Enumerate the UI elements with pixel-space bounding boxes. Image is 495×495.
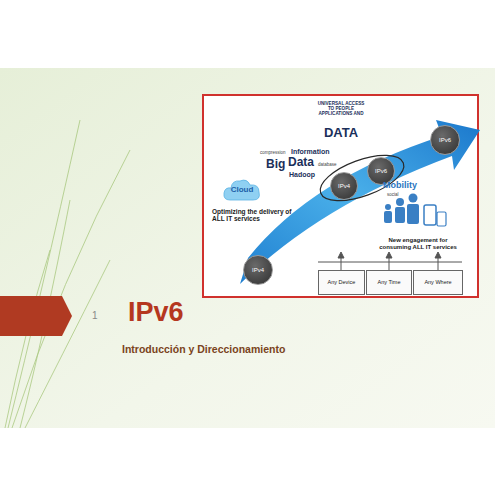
- cloud-shape: Cloud: [222, 176, 262, 204]
- node-label: Any Device: [328, 279, 356, 285]
- banner-text: UNIVERSAL ACCESS TO PEOPLE APPLICATIONS …: [316, 101, 366, 116]
- process-box: Any Where: [413, 270, 463, 295]
- node-label: IPv4: [252, 267, 264, 274]
- word-cloud: Information: [291, 148, 336, 156]
- node-label: Cloud: [231, 186, 254, 195]
- word-cloud: Data: [288, 156, 323, 169]
- banner-word: DATA: [316, 126, 366, 140]
- network-circle: IPv4: [243, 255, 273, 285]
- description-note: Optimizing the delivery of ALL IT servic…: [212, 208, 296, 222]
- mobility-label: Mobility: [383, 181, 423, 191]
- process-box: Any Time: [366, 270, 412, 295]
- word-cloud: database: [318, 163, 343, 168]
- node-label: Any Where: [424, 279, 451, 285]
- node-label: IPv4: [338, 183, 350, 190]
- slide-title: IPv6: [128, 298, 184, 328]
- node-label: IPv6: [439, 137, 451, 144]
- slide-number: 1: [92, 310, 104, 321]
- cloud-path: [224, 180, 260, 200]
- word-cloud: Big: [266, 158, 291, 171]
- subtitle: Introducción y Direccionamiento: [122, 344, 342, 356]
- network-circle: IPv4: [330, 172, 358, 200]
- description-note: New engagement for consuming ALL IT serv…: [376, 237, 460, 250]
- network-circle: IPv6: [430, 125, 460, 155]
- node-label: IPv6: [375, 168, 387, 175]
- node-label: Any Time: [378, 279, 401, 285]
- process-box: Any Device: [318, 270, 365, 295]
- word-cloud: Hadoop: [289, 171, 324, 179]
- word-cloud: social: [387, 193, 407, 198]
